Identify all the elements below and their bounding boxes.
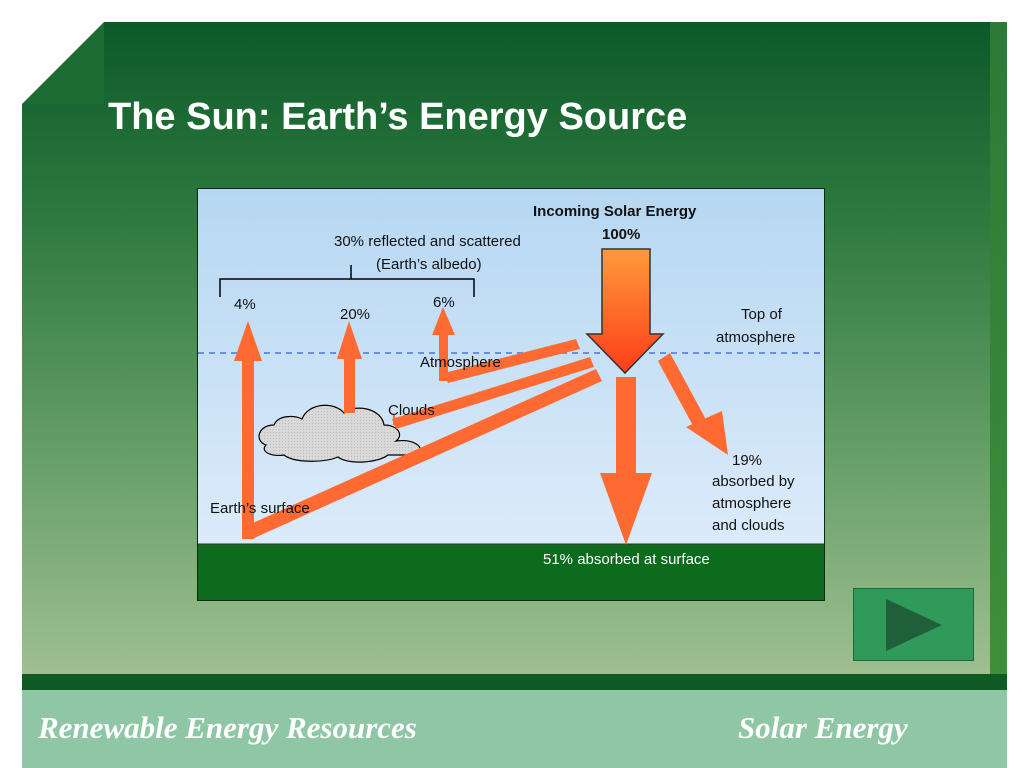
atmosphere-reflect-pct-label: 6%	[433, 294, 455, 311]
incoming-title-label: Incoming Solar Energy	[533, 203, 697, 220]
ground	[198, 544, 824, 600]
reflected-label-line2: (Earth’s albedo)	[376, 256, 482, 273]
surface-absorb-arrowhead	[600, 473, 652, 545]
incoming-solar-arrow	[585, 248, 665, 375]
incoming-pct-label: 100%	[602, 226, 640, 243]
footer-left-text: Renewable Energy Resources	[38, 710, 417, 745]
slide-bottom-bar	[22, 674, 1007, 690]
clouds-label: Clouds	[388, 402, 435, 419]
cloud-reflect-arrowhead	[337, 321, 362, 359]
atmosphere-reflect-upbar	[439, 331, 448, 381]
atm-absorb-arrowhead	[686, 411, 728, 455]
surface-absorb-shaft	[616, 377, 636, 477]
energy-diagram: Incoming Solar Energy 100% 30% reflected…	[197, 188, 825, 601]
atmosphere-label: Atmosphere	[420, 354, 501, 371]
toa-label-line1: Top of	[741, 306, 783, 323]
reflected-label-line1: 30% reflected and scattered	[334, 233, 521, 250]
cloud-shape	[258, 404, 422, 463]
absorbed-atm-line1: absorbed by	[712, 473, 795, 490]
atmosphere-reflect-arrowhead	[432, 307, 455, 335]
cloud-reflect-upbar	[344, 357, 355, 413]
absorbed-atm-line3: and clouds	[712, 517, 785, 534]
toa-label-line2: atmosphere	[716, 329, 795, 346]
absorbed-atm-pct-label: 19%	[732, 452, 762, 469]
atmosphere-reflect-band	[444, 339, 580, 383]
slide-title: The Sun: Earth’s Energy Source	[108, 96, 688, 138]
cloud-reflect-pct-label: 20%	[340, 306, 370, 323]
footer: Renewable Energy Resources Solar Energy	[22, 690, 1007, 768]
play-triangle-icon	[886, 599, 942, 651]
footer-right-text: Solar Energy	[738, 710, 908, 745]
surface-label: Earth’s surface	[210, 500, 310, 517]
absorbed-surface-label: 51% absorbed at surface	[543, 551, 710, 568]
surface-reflect-band	[244, 369, 602, 539]
surface-reflect-upbar	[242, 357, 254, 539]
absorbed-atm-line2: atmosphere	[712, 495, 791, 512]
slide-right-edge	[990, 22, 1007, 690]
surface-reflect-pct-label: 4%	[234, 296, 256, 313]
cloud-reflect-band	[392, 357, 594, 429]
atm-absorb-shaft	[658, 353, 710, 435]
albedo-bracket	[219, 265, 475, 297]
next-slide-button[interactable]	[853, 588, 974, 661]
surface-reflect-arrowhead	[234, 321, 262, 361]
page-curl-mask	[22, 22, 104, 104]
